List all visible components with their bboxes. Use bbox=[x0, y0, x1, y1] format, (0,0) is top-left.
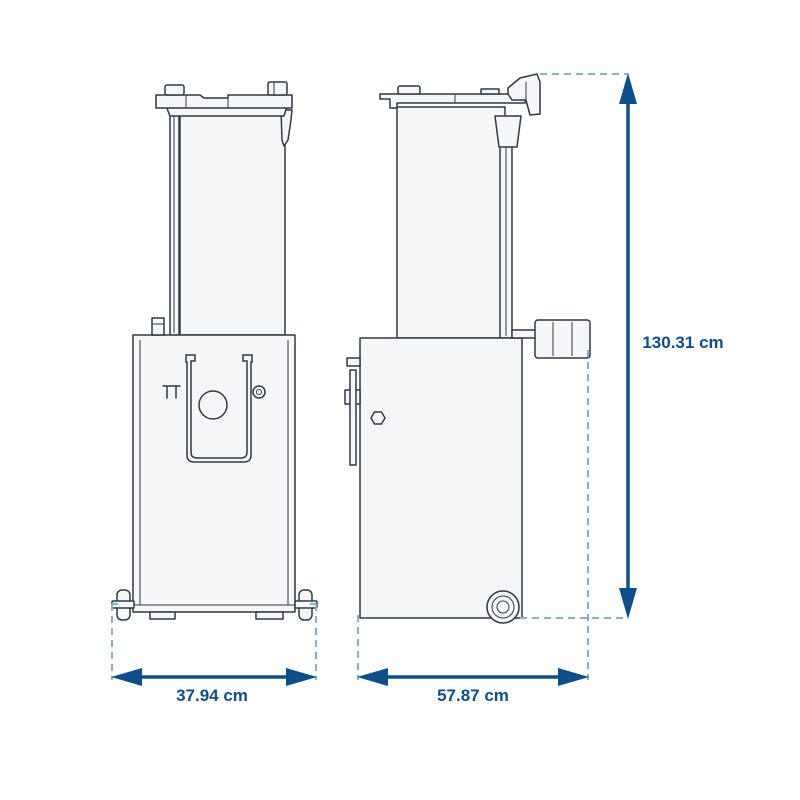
width-arrow-left bbox=[111, 668, 142, 686]
side-lid-plate bbox=[379, 93, 526, 109]
width-extension-lines bbox=[111, 603, 317, 680]
side-base-cabinet bbox=[359, 337, 523, 619]
side-view bbox=[344, 73, 591, 624]
side-crank-handle bbox=[507, 73, 541, 116]
side-cylinder bbox=[396, 106, 506, 339]
front-top-fitting bbox=[151, 317, 165, 336]
front-view bbox=[111, 81, 318, 621]
front-indicator-light bbox=[252, 385, 266, 399]
front-tt-symbol bbox=[162, 385, 181, 399]
front-lid-knob-left bbox=[164, 84, 185, 96]
side-lever-arm bbox=[349, 369, 357, 466]
side-lever-bracket bbox=[346, 357, 361, 367]
front-lid-knob-right bbox=[267, 81, 288, 96]
depth-extension-lines bbox=[357, 350, 589, 680]
front-indicator-light-center bbox=[256, 389, 262, 395]
front-switch-circle bbox=[198, 390, 228, 420]
side-lid-clip bbox=[480, 88, 500, 95]
side-wheel-hub bbox=[496, 600, 510, 614]
height-dimension: 130.31 cm bbox=[520, 73, 724, 619]
height-label: 130.31 cm bbox=[642, 333, 723, 352]
depth-dimension: 57.87 cm bbox=[357, 350, 589, 705]
side-motor-connector bbox=[511, 329, 538, 339]
side-motor-box bbox=[534, 319, 591, 359]
front-handle-outer bbox=[185, 354, 253, 459]
front-base-cabinet bbox=[132, 334, 296, 613]
width-dimension: 37.94 cm bbox=[111, 603, 317, 705]
side-hex-bolt bbox=[370, 411, 386, 425]
width-label: 37.94 cm bbox=[176, 686, 248, 705]
side-lid-knob bbox=[397, 85, 421, 95]
height-extension-lines bbox=[520, 73, 628, 619]
width-arrow-right bbox=[286, 668, 317, 686]
front-lid-plate bbox=[155, 94, 293, 109]
height-arrow-top bbox=[619, 73, 637, 104]
side-piston-head bbox=[494, 115, 522, 148]
front-cylinder bbox=[179, 112, 286, 336]
height-arrow-bottom bbox=[619, 588, 637, 619]
depth-arrow-right bbox=[558, 668, 589, 686]
front-handle-inner bbox=[185, 354, 253, 463]
depth-arrow-left bbox=[357, 668, 388, 686]
depth-label: 57.87 cm bbox=[437, 686, 509, 705]
front-cylinder-hook bbox=[280, 109, 293, 147]
front-foot-left bbox=[149, 611, 176, 620]
side-wheel-rim bbox=[491, 595, 515, 619]
front-foot-right bbox=[255, 611, 284, 620]
